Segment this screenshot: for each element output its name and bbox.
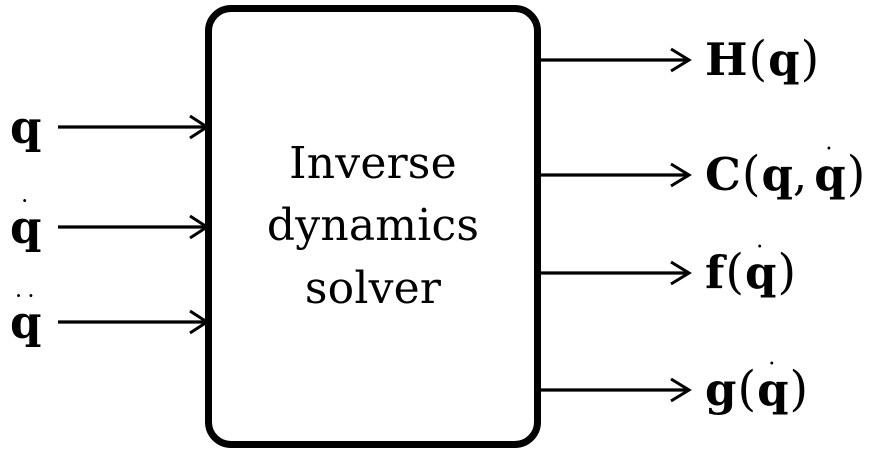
symbol-q: q bbox=[761, 148, 793, 202]
symbol-q-base: q bbox=[757, 363, 789, 417]
arrow-output-g bbox=[540, 377, 692, 403]
symbol-f: f bbox=[705, 246, 725, 300]
symbol-q: q bbox=[10, 100, 42, 154]
output-label-f: f ( q ˙ ) bbox=[705, 244, 797, 301]
paren-open: ( bbox=[725, 245, 744, 301]
output-label-H: H ( q ) bbox=[705, 36, 820, 84]
symbol-q: q bbox=[768, 33, 800, 87]
symbol-q-base: q bbox=[10, 295, 42, 349]
output-label-g: g ( q ˙ ) bbox=[705, 361, 809, 418]
symbol-q-base: q bbox=[10, 200, 42, 254]
arrow-input-qddot bbox=[58, 309, 210, 335]
arrow-input-q bbox=[58, 114, 210, 140]
input-label-q: q bbox=[10, 105, 41, 150]
symbol-q-dot: q ˙ bbox=[745, 244, 776, 295]
paren-open: ( bbox=[741, 147, 761, 203]
paren-close: ) bbox=[846, 147, 866, 203]
symbol-q-base: q bbox=[814, 148, 846, 202]
arrow-output-H bbox=[540, 47, 692, 73]
symbol-q-base: q bbox=[744, 246, 777, 300]
input-label-qddot: q ˙˙ bbox=[10, 293, 41, 344]
symbol-q-dot: q ˙ bbox=[814, 146, 845, 197]
paren-open: ( bbox=[748, 32, 768, 88]
symbol-C: C bbox=[705, 148, 741, 202]
solver-block-label: Inverse dynamics solver bbox=[266, 137, 480, 314]
paren-open: ( bbox=[737, 362, 757, 418]
arrow-output-C bbox=[540, 162, 692, 188]
solver-block: Inverse dynamics solver bbox=[205, 5, 541, 448]
argument-separator: , bbox=[792, 148, 808, 202]
symbol-q-ddot: q ˙˙ bbox=[10, 293, 41, 344]
arrow-output-f bbox=[540, 260, 692, 286]
symbol-q-dot: q ˙ bbox=[757, 361, 788, 412]
output-label-C: C ( q , q ˙ ) bbox=[705, 146, 866, 203]
paren-close: ) bbox=[777, 245, 797, 301]
symbol-g: g bbox=[705, 363, 737, 417]
symbol-H: H bbox=[705, 33, 748, 87]
arrow-input-qdot bbox=[58, 214, 210, 240]
input-label-qdot: q ˙ bbox=[10, 198, 41, 249]
paren-close: ) bbox=[789, 362, 809, 418]
paren-close: ) bbox=[800, 32, 820, 88]
symbol-q-dot: q ˙ bbox=[10, 198, 41, 249]
